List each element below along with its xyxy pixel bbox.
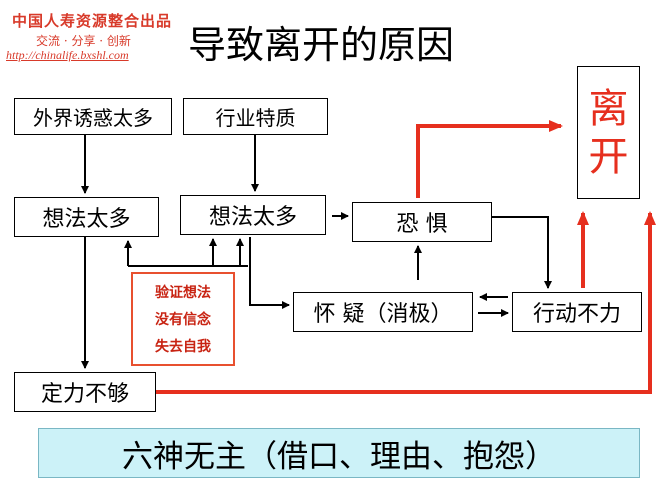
arrow-think2-to-doubt [249, 237, 290, 309]
node-external-temptation: 外界诱惑太多 [14, 98, 172, 135]
node-weak-action: 行动不力 [512, 292, 642, 332]
node-too-many-thoughts-right: 想法太多 [180, 195, 326, 235]
watermark: 中国人寿资源整合出品 交流 · 分享 · 创新 http://chinalife… [0, 0, 210, 66]
arrow-lack-to-leave [156, 211, 656, 394]
node-fear: 恐 惧 [352, 202, 492, 242]
node-leave: 离 开 [577, 66, 640, 199]
arrow-fear-to-leave [416, 120, 563, 198]
callout-item-lost-self: 失去自我 [155, 339, 211, 356]
arrow-fear-to-weak [492, 216, 552, 289]
watermark-slogan: 交流 · 分享 · 创新 [36, 34, 131, 48]
callout-item-verify: 验证想法 [155, 284, 211, 301]
node-doubt: 怀 疑（消极） [293, 292, 473, 332]
node-industry-trait: 行业特质 [183, 98, 328, 135]
callout-box: 验证想法 没有信念 失去自我 [131, 272, 235, 366]
node-lack-of-resolve: 定力不够 [14, 372, 156, 412]
node-too-many-thoughts-left: 想法太多 [14, 197, 159, 237]
page-title: 导致离开的原因 [188, 23, 455, 67]
watermark-url[interactable]: http://chinalife.bxshl.com [6, 48, 129, 62]
callout-item-no-belief: 没有信念 [155, 311, 211, 328]
watermark-brand: 中国人寿资源整合出品 [12, 12, 173, 30]
node-leave-char-2: 开 [588, 133, 629, 180]
footer-banner: 六神无主（借口、理由、抱怨） [38, 428, 640, 478]
node-leave-char-1: 离 [588, 85, 629, 132]
